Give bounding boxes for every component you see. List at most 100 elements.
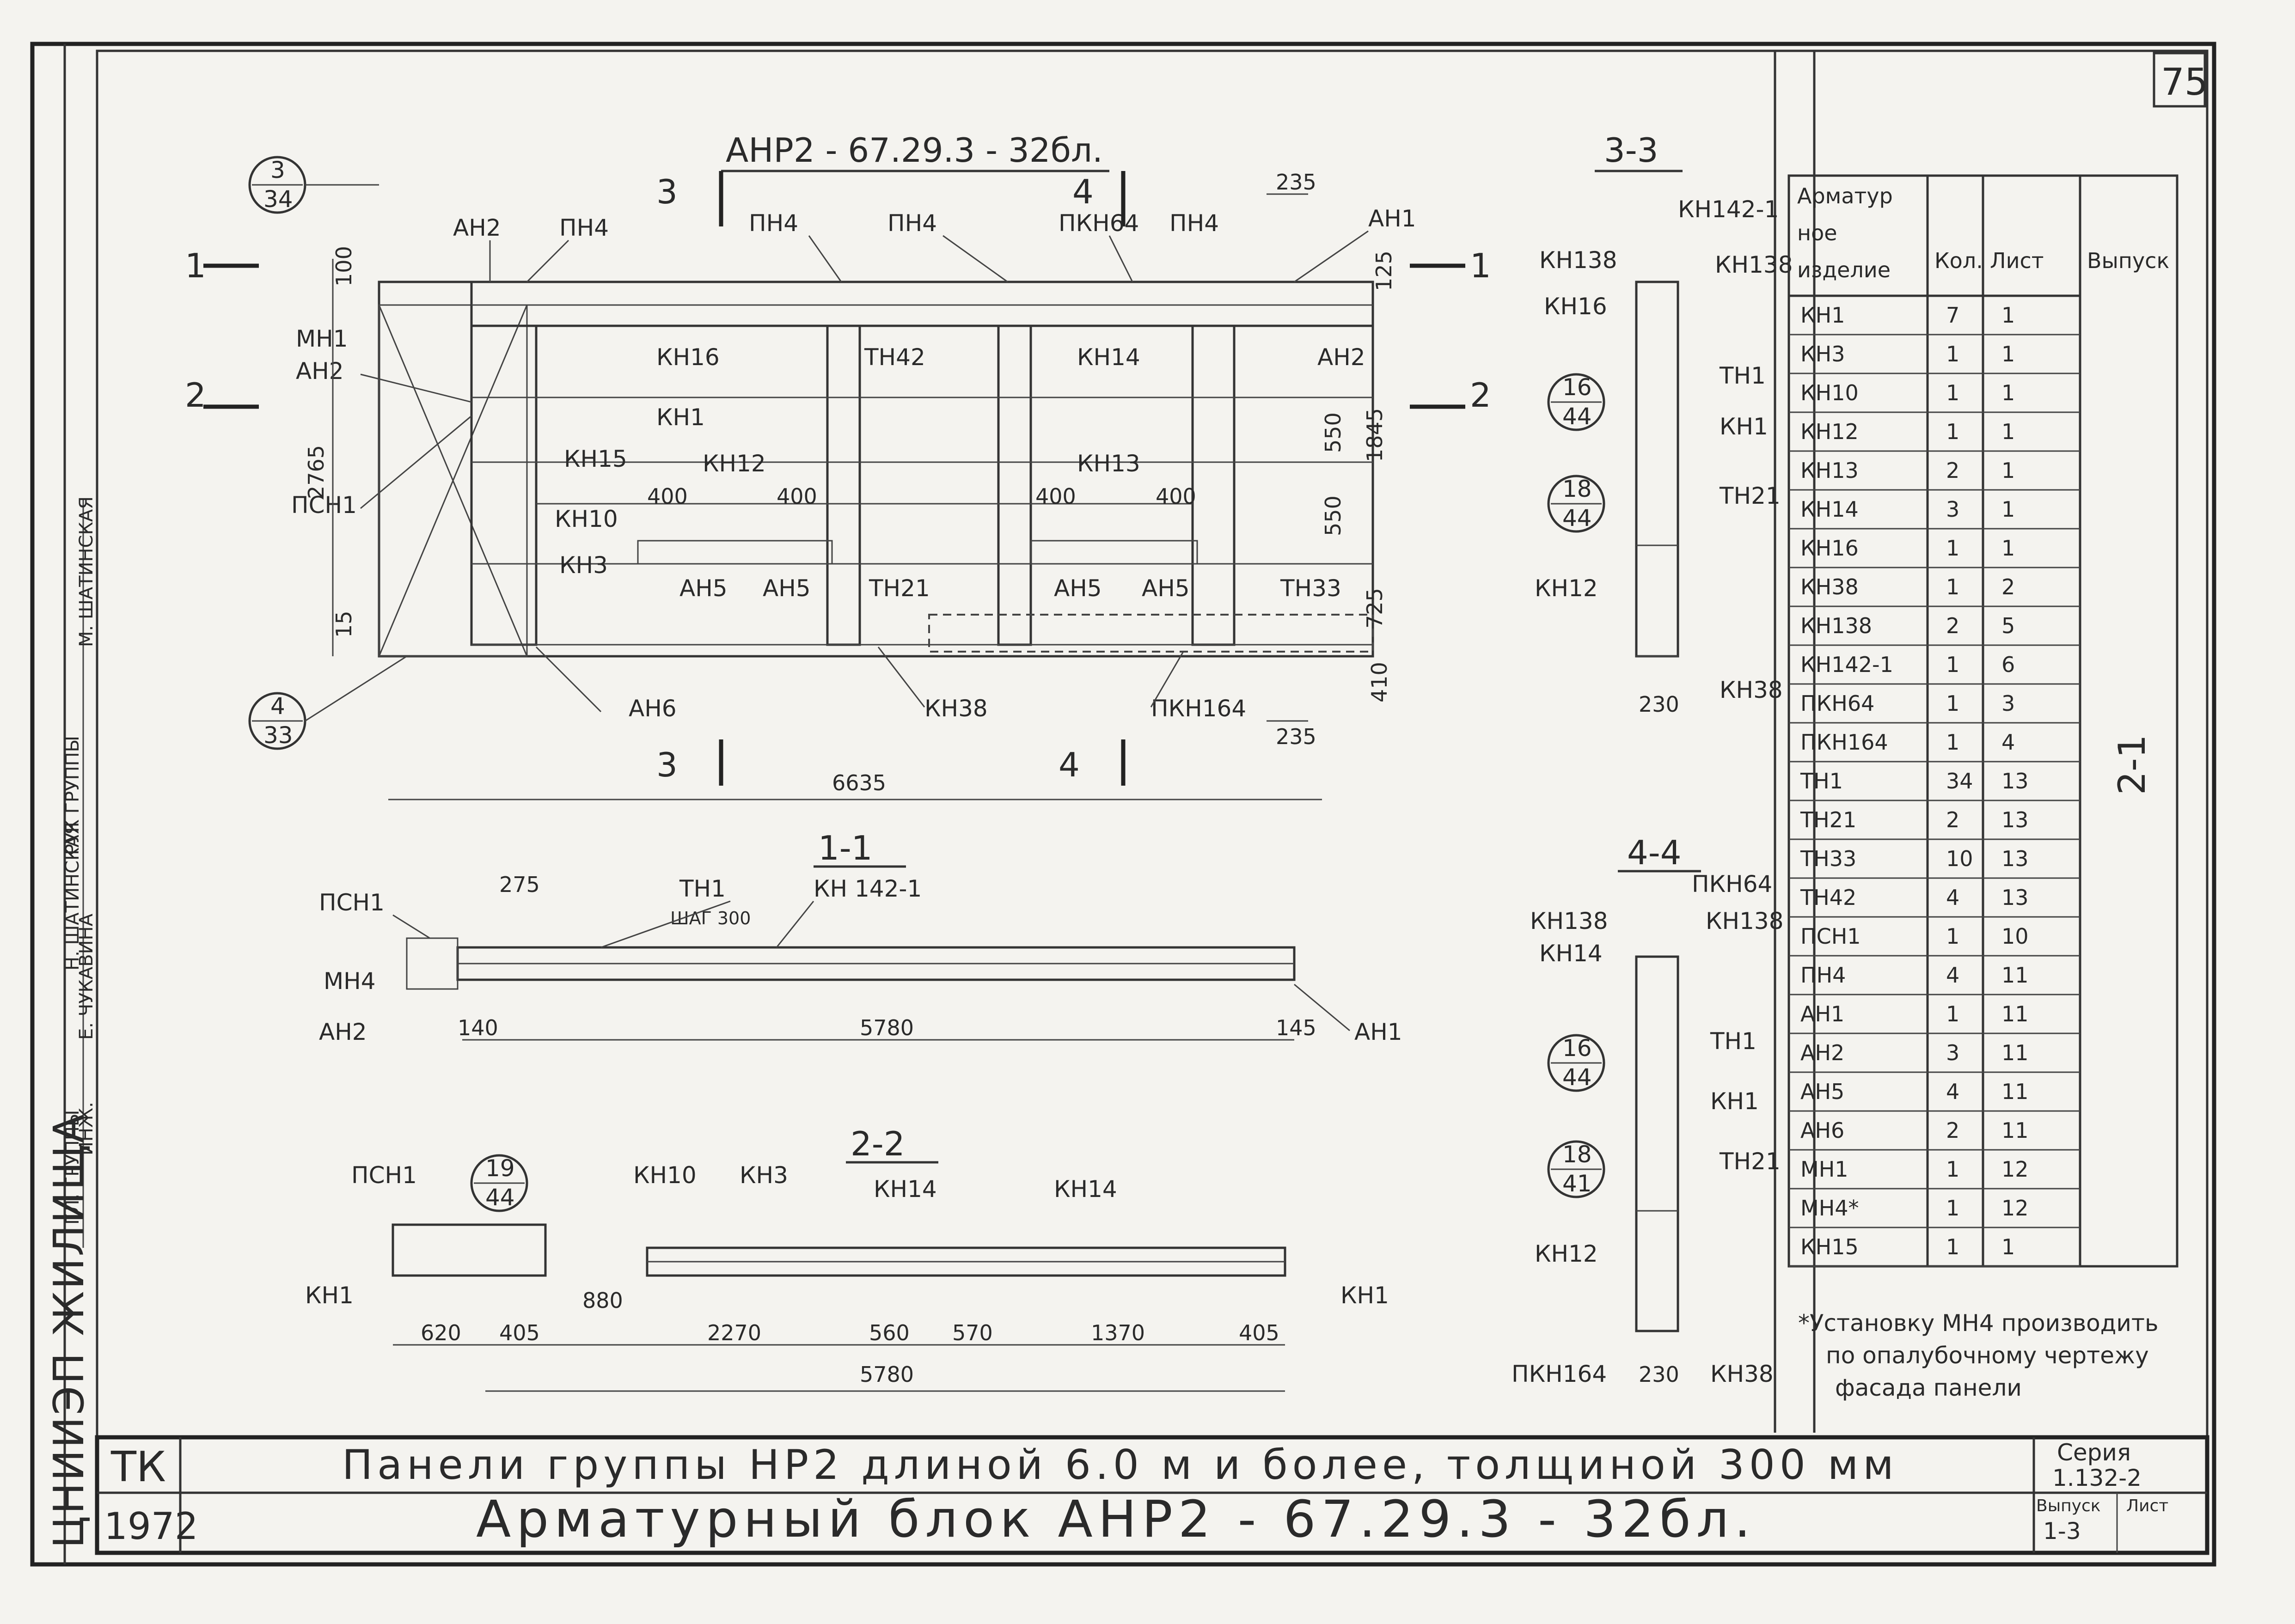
table-header-cell: Кол. bbox=[1934, 248, 1983, 273]
series-label: Серия bbox=[2057, 1439, 2131, 1466]
table-cell: 1 bbox=[1946, 1001, 1959, 1026]
el-label: АН5 bbox=[1054, 575, 1102, 602]
table-cell: 13 bbox=[2001, 846, 2029, 871]
svg-text:ПКН64: ПКН64 bbox=[1692, 871, 1772, 897]
svg-text:18: 18 bbox=[1562, 1141, 1592, 1168]
svg-text:КН1: КН1 bbox=[1710, 1088, 1759, 1115]
table-cell: МН1 bbox=[1800, 1157, 1848, 1182]
title-block-org: ТК bbox=[110, 1443, 166, 1491]
table-cell: 11 bbox=[2001, 1001, 2029, 1026]
section-1-1: 1-1 ПСН1 ТН1 ШАГ 300 КН 142-1 МН4 АН2 АН… bbox=[319, 829, 1402, 1045]
leader bbox=[526, 239, 569, 283]
issue-label: Выпуск bbox=[2036, 1496, 2101, 1515]
table-cell: ТН42 bbox=[1800, 885, 1856, 910]
table-cell: 3 bbox=[1946, 497, 1959, 522]
el-label: КН15 bbox=[564, 446, 627, 472]
svg-text:33: 33 bbox=[263, 722, 293, 749]
table-cell: 4 bbox=[1946, 885, 1959, 910]
svg-text:44: 44 bbox=[1562, 505, 1592, 531]
table-cell: 1 bbox=[2001, 419, 2015, 444]
el-label: МН1 bbox=[296, 325, 348, 352]
svg-text:КН138: КН138 bbox=[1539, 247, 1617, 274]
leader bbox=[1294, 230, 1369, 283]
el-label: КН10 bbox=[555, 506, 618, 532]
page-number-box bbox=[2153, 52, 2206, 108]
svg-text:5780: 5780 bbox=[860, 1362, 914, 1387]
spec-note-1: *Установку МН4 производить bbox=[1798, 1310, 2158, 1337]
table-cell: 4 bbox=[1946, 1079, 1959, 1104]
table-cell: КН10 bbox=[1800, 380, 1859, 405]
svg-text:ТН1: ТН1 bbox=[679, 875, 726, 902]
table-cell: ПКН164 bbox=[1800, 730, 1888, 755]
table-header-cell: изделие bbox=[1797, 257, 1891, 282]
el-dim: 15 bbox=[331, 611, 356, 638]
title-block-year: 1972 bbox=[104, 1505, 198, 1548]
elevation-window-2 bbox=[1030, 540, 1198, 565]
section-4-4: 4-4 ПКН64 КН138 КН138 КН14 ТН1 КН1 ТН21 … bbox=[1512, 833, 1784, 1387]
section-4-4-body bbox=[1635, 955, 1679, 1332]
table-cell: ПН4 bbox=[1800, 963, 1846, 988]
section-4-4-title: 4-4 bbox=[1627, 833, 1682, 872]
elevation-mark-4-top: 4 bbox=[1072, 172, 1094, 211]
elevation-mark-3-bot: 3 bbox=[656, 745, 678, 784]
svg-text:405: 405 bbox=[499, 1320, 540, 1345]
table-cell: 1 bbox=[2001, 303, 2015, 328]
table-cell: 1 bbox=[1946, 1234, 1959, 1259]
table-cell: 1 bbox=[2001, 380, 2015, 405]
table-cell: 1 bbox=[1946, 1196, 1959, 1221]
svg-text:ПСН1: ПСН1 bbox=[319, 889, 385, 916]
table-cell: ТН33 bbox=[1800, 846, 1856, 871]
table-cell: 3 bbox=[2001, 691, 2015, 716]
left-strip-staff-3: РУК ГРУППЫ bbox=[62, 736, 83, 855]
svg-text:ТН1: ТН1 bbox=[1719, 362, 1766, 389]
table-cell: 12 bbox=[2001, 1196, 2029, 1221]
el-dim: 550 bbox=[1321, 412, 1346, 453]
el-dim: 400 bbox=[1156, 484, 1196, 509]
leader bbox=[1108, 235, 1133, 282]
table-cell: 1 bbox=[2001, 497, 2015, 522]
table-cell: КН142-1 bbox=[1800, 652, 1893, 677]
table-cell: ПКН64 bbox=[1800, 691, 1874, 716]
svg-text:275: 275 bbox=[499, 872, 540, 897]
el-label: ПН4 bbox=[1169, 210, 1219, 237]
elevation-left-pier bbox=[378, 304, 528, 657]
elevation-frame-2 bbox=[826, 324, 861, 646]
table-cell: 11 bbox=[2001, 1040, 2029, 1065]
svg-text:АН1: АН1 bbox=[1354, 1019, 1402, 1045]
sheet-label: Лист bbox=[2126, 1496, 2168, 1515]
el-dim: 400 bbox=[647, 484, 688, 509]
svg-text:880: 880 bbox=[582, 1288, 623, 1313]
callout-18-44-a: 18 44 bbox=[1547, 475, 1605, 533]
el-label: ПН4 bbox=[887, 210, 937, 237]
table-cell: 11 bbox=[2001, 1118, 2029, 1143]
el-label: КН12 bbox=[703, 450, 766, 477]
svg-text:КН38: КН38 bbox=[1710, 1361, 1774, 1387]
svg-text:405: 405 bbox=[1239, 1320, 1279, 1345]
el-label: АН5 bbox=[679, 575, 728, 602]
svg-text:ТН21: ТН21 bbox=[1719, 482, 1781, 509]
table-cell: 1 bbox=[1946, 536, 1959, 561]
svg-text:34: 34 bbox=[263, 186, 293, 213]
table-cell: 1 bbox=[1946, 342, 1959, 366]
table-cell: 34 bbox=[1946, 769, 1973, 794]
el-label: ПН4 bbox=[559, 214, 609, 241]
issue-value: 1-3 bbox=[2043, 1518, 2081, 1545]
svg-text:1370: 1370 bbox=[1091, 1320, 1145, 1345]
table-cell: 11 bbox=[2001, 963, 2029, 988]
table-cell: КН1 bbox=[1800, 303, 1845, 328]
svg-text:230: 230 bbox=[1639, 1362, 1679, 1387]
svg-text:230: 230 bbox=[1639, 692, 1679, 717]
table-cell: 1 bbox=[1946, 924, 1959, 949]
section-2-2-left bbox=[392, 1223, 547, 1277]
table-cell: КН12 bbox=[1800, 419, 1859, 444]
el-dim: 100 bbox=[331, 246, 356, 287]
el-dim: 400 bbox=[1035, 484, 1076, 509]
el-label: АН5 bbox=[763, 575, 811, 602]
el-dim: 725 bbox=[1362, 588, 1387, 629]
table-cell: 4 bbox=[1946, 963, 1959, 988]
table-cell: 3 bbox=[1946, 1040, 1959, 1065]
callout-4-33: 4 33 bbox=[248, 655, 407, 750]
svg-text:ПСН1: ПСН1 bbox=[351, 1162, 417, 1189]
vertical-label: 2-1 bbox=[2111, 734, 2154, 795]
